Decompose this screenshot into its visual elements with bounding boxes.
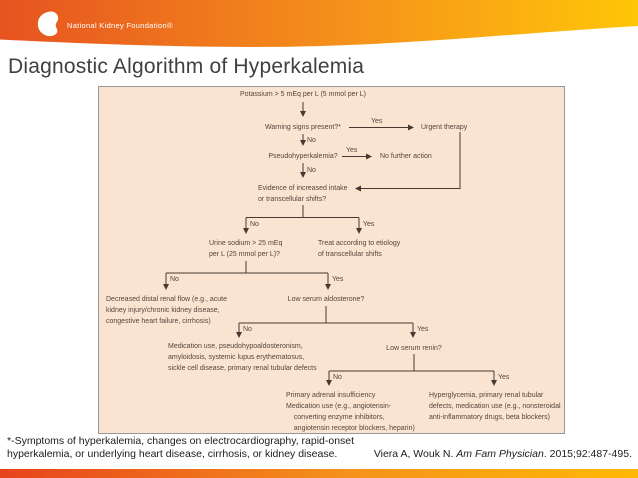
page-title: Diagnostic Algorithm of Hyperkalemia <box>8 55 365 78</box>
bottom-accent-bar <box>0 469 638 478</box>
brand-text: National Kidney Foundation® <box>67 21 173 30</box>
label-no-4: No <box>170 276 179 283</box>
label-yes-2: Yes <box>346 147 358 154</box>
node-decreased-renal-flow: Decreased distal renal flow (e.g., acute… <box>106 296 228 325</box>
label-no-6: No <box>333 374 342 381</box>
node-low-aldosterone: Low serum aldosterone? <box>287 296 365 303</box>
node-pseudohyperkalemia: Pseudohyperkalemia? <box>268 153 338 160</box>
label-no-1: No <box>307 137 316 144</box>
node-treat-etiology: Treat according to etiology of transcell… <box>318 240 401 258</box>
flowchart-arrows <box>163 102 497 386</box>
kidney-icon <box>37 11 59 37</box>
node-hyperglycemia: Hyperglycemia, primary renal tubular def… <box>429 392 561 421</box>
node-medication-ace: Medication use (e.g., angiotensin- conve… <box>286 403 415 432</box>
label-no-3: No <box>250 221 259 228</box>
citation-volume: . 2015;92:487-495. <box>543 448 632 460</box>
citation-journal: Am Fam Physician <box>456 448 544 460</box>
label-no-5: No <box>243 326 252 333</box>
label-no-2: No <box>307 167 316 174</box>
node-medication-pseudohypoaldosteronism: Medication use, pseudohypoaldosteronism,… <box>168 343 317 372</box>
label-yes-4: Yes <box>332 276 344 283</box>
node-evidence-intake: Evidence of increased intake or transcel… <box>258 185 348 203</box>
node-potassium: Potassium > 5 mEq per L (5 mmol per L) <box>240 91 366 98</box>
label-yes-1: Yes <box>371 118 383 125</box>
node-urgent-therapy: Urgent therapy <box>421 124 468 131</box>
label-yes-6: Yes <box>498 374 510 381</box>
node-no-further-action: No further action <box>380 153 432 160</box>
node-warning-signs: Warning signs present?* <box>264 124 341 131</box>
citation: Viera A, Wouk N. Am Fam Physician. 2015;… <box>374 448 632 460</box>
flowchart-panel: Potassium > 5 mEq per L (5 mmol per L) W… <box>98 86 565 434</box>
node-urine-sodium: Urine sodium > 25 mEq per L (25 mmol per… <box>209 240 283 258</box>
footnote: *-Symptoms of hyperkalemia, changes on e… <box>7 435 355 460</box>
label-yes-3: Yes <box>363 221 375 228</box>
node-low-renin: Low serum renin? <box>386 345 442 352</box>
header-wave <box>0 0 638 47</box>
label-yes-5: Yes <box>417 326 429 333</box>
citation-authors: Viera A, Wouk N. <box>373 448 457 460</box>
node-adrenal-insufficiency: Primary adrenal insufficiency <box>286 392 376 399</box>
